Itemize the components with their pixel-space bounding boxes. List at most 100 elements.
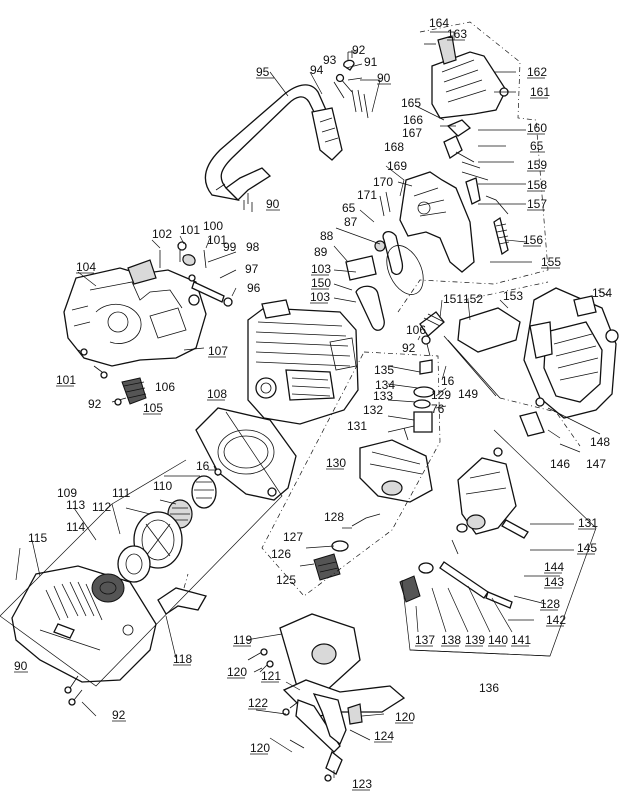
rear-handle-frame-part	[279, 613, 406, 775]
callout-146: 146	[550, 457, 570, 471]
callout-91: 91	[364, 55, 378, 69]
callout-170: 170	[373, 175, 393, 189]
callout-105: 105	[143, 401, 163, 415]
callout-126: 126	[271, 547, 291, 561]
callout-113: 113	[66, 498, 85, 512]
callout-65-mid: 65	[342, 201, 356, 215]
callout-129: 129	[431, 388, 451, 402]
callout-154: 154	[592, 286, 612, 300]
callout-151: 151	[443, 292, 463, 306]
callout-90-handle: 90	[377, 71, 391, 85]
callout-106-right: 106	[406, 323, 426, 337]
cover-screws	[64, 675, 83, 706]
callout-106-left: 106	[155, 380, 175, 394]
callout-164: 164	[429, 16, 449, 30]
callout-101-bottom: 101	[56, 373, 76, 387]
callout-139: 139	[465, 633, 485, 647]
fuel-line-part	[313, 513, 381, 581]
frame-screws	[247, 648, 332, 782]
crankcase-small-parts	[77, 241, 233, 379]
callout-111: 111	[112, 486, 131, 500]
callout-94: 94	[310, 63, 324, 77]
callout-149: 149	[458, 387, 478, 401]
callout-152: 152	[463, 292, 483, 306]
flywheel-part	[191, 465, 222, 509]
callout-110: 110	[153, 479, 172, 493]
fuel-tank-part	[457, 447, 529, 539]
sprocket-cover-part	[523, 287, 619, 419]
callout-104: 104	[76, 260, 96, 274]
callout-88: 88	[320, 229, 334, 243]
starter-pulley-part	[117, 511, 183, 583]
callout-168: 168	[384, 140, 404, 154]
brake-band-part	[345, 191, 424, 331]
callout-130: 130	[326, 456, 346, 470]
callout-93: 93	[323, 53, 337, 67]
callout-99: 99	[223, 240, 237, 254]
callout-133: 133	[373, 389, 393, 403]
callout-107: 107	[208, 344, 228, 358]
carburetor-group-outline	[261, 351, 441, 597]
callout-136: 136	[479, 681, 499, 695]
oil-pump-parts	[419, 307, 553, 437]
callout-132: 132	[363, 403, 383, 417]
callout-96: 96	[247, 281, 261, 295]
callout-120-top: 120	[227, 665, 247, 679]
callout-108: 108	[207, 387, 227, 401]
callout-127: 127	[283, 530, 303, 544]
carburetor-stack-part	[413, 335, 435, 433]
callout-labels: 164 163 92 93 91 95 94 90 162 161 165 16…	[14, 16, 612, 791]
callout-147: 147	[586, 457, 606, 471]
clutch-spring-part	[111, 377, 147, 406]
callout-140: 140	[488, 633, 508, 647]
callout-166: 166	[403, 113, 423, 127]
callout-162: 162	[527, 65, 547, 79]
callout-102: 102	[152, 227, 172, 241]
callout-92-bottom: 92	[112, 708, 126, 722]
callout-120-bottom: 120	[250, 741, 270, 755]
callout-89: 89	[314, 245, 328, 259]
sprocket-group-outline	[463, 281, 581, 447]
callout-125: 125	[276, 573, 296, 587]
callout-135: 135	[374, 363, 394, 377]
callout-109: 109	[57, 486, 77, 500]
callout-16-fan: 16	[196, 459, 210, 473]
handle-screws	[243, 50, 369, 212]
callout-160: 160	[527, 121, 547, 135]
callout-142: 142	[546, 613, 566, 627]
callout-123: 123	[352, 777, 372, 791]
callout-143: 143	[544, 575, 564, 589]
callout-92-carb: 92	[402, 341, 416, 355]
callout-120-right: 120	[395, 710, 415, 724]
crankcase-part	[63, 259, 207, 367]
callout-159: 159	[527, 158, 547, 172]
callout-90-cover: 90	[14, 659, 28, 673]
callout-124: 124	[374, 729, 394, 743]
callout-157: 157	[527, 197, 547, 211]
callout-131-tank: 131	[578, 516, 598, 530]
callout-121: 121	[261, 669, 281, 683]
callout-155: 155	[541, 255, 561, 269]
callout-112: 112	[92, 500, 111, 514]
callout-153: 153	[503, 289, 523, 303]
callout-65-top: 65	[530, 139, 544, 153]
engine-cylinder-part	[247, 299, 359, 425]
callout-98: 98	[246, 240, 260, 254]
fan-housing-part	[195, 407, 297, 501]
callout-115: 115	[28, 531, 47, 545]
callout-137: 137	[415, 633, 435, 647]
brake-group-outline	[397, 21, 549, 313]
callout-138: 138	[441, 633, 461, 647]
callout-122: 122	[248, 696, 268, 710]
callout-97: 97	[245, 262, 259, 276]
callout-141: 141	[511, 633, 531, 647]
air-filter-part	[359, 427, 433, 503]
callout-148: 148	[590, 435, 610, 449]
starter-cover-part	[11, 565, 157, 683]
callout-169: 169	[387, 159, 407, 173]
callout-16-carb: 16	[441, 374, 455, 388]
callout-171: 171	[357, 188, 377, 202]
label-underlines	[14, 39, 596, 791]
callout-92-left: 92	[88, 397, 102, 411]
